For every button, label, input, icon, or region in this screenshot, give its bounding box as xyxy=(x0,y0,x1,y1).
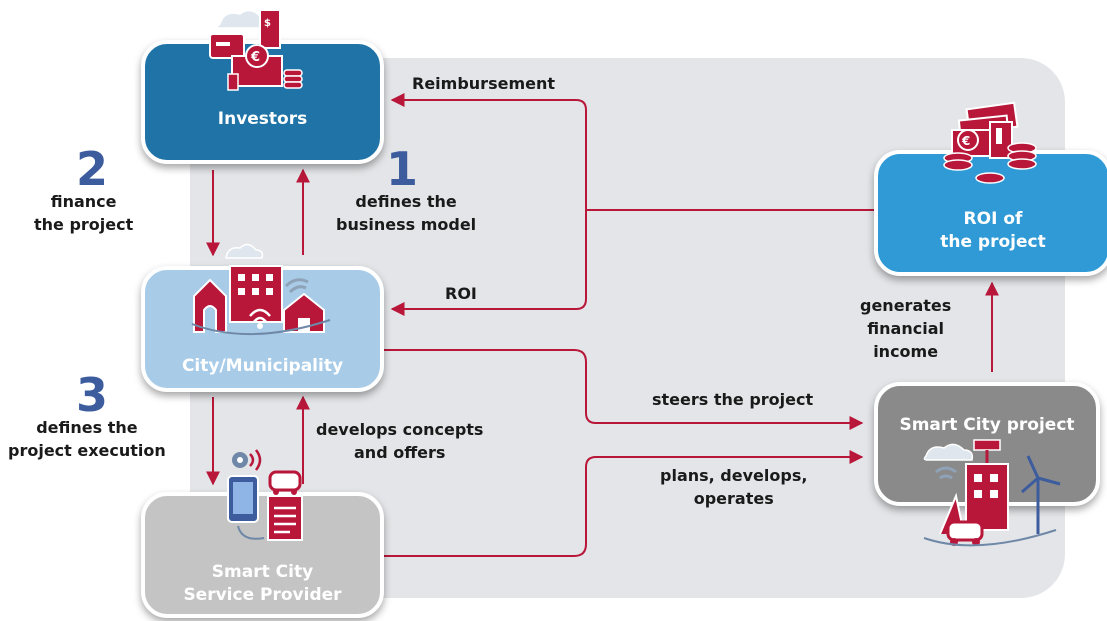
city-buildings-icon xyxy=(191,243,331,335)
finance-line2: the project xyxy=(34,215,134,235)
smart-project-label: Smart City project xyxy=(899,415,1075,435)
investors-box: Investors xyxy=(141,40,384,164)
step-number-3: 3 xyxy=(76,368,109,422)
generates-line1: generates xyxy=(860,296,952,315)
arrow-plans xyxy=(384,450,864,557)
svg-text:$: $ xyxy=(264,18,271,29)
generates-line2: financial xyxy=(867,319,944,339)
label-develops-concepts: develops concepts and offers xyxy=(316,418,483,464)
svg-text:€: € xyxy=(961,134,970,148)
defines-exec-line2: project execution xyxy=(8,441,166,461)
step-number-1: 1 xyxy=(386,142,419,196)
arrow-roi-city xyxy=(390,210,587,316)
defines-model-line1: defines the xyxy=(355,192,457,211)
service-devices-icon xyxy=(227,449,303,541)
generates-line3: income xyxy=(873,342,939,362)
label-generates-income: generates financial income xyxy=(860,294,951,364)
city-label: City/Municipality xyxy=(181,355,344,376)
step-number-2: 2 xyxy=(76,142,109,196)
roi-label-line1: ROI of xyxy=(963,209,1023,230)
defines-exec-line1: defines the xyxy=(36,418,138,437)
label-steers-project: steers the project xyxy=(652,388,813,411)
arrow-steers xyxy=(384,349,864,430)
provider-label-line1: Smart City xyxy=(211,562,314,583)
investors-label: Investors xyxy=(217,108,308,129)
defines-model-line2: business model xyxy=(336,215,477,235)
smart-city-project-icon xyxy=(923,439,1061,547)
label-roi: ROI xyxy=(445,282,477,305)
develops-line2: and offers xyxy=(354,443,446,463)
finance-line1: finance xyxy=(50,192,117,211)
svg-text:€: € xyxy=(250,50,260,65)
label-reimbursement: Reimbursement xyxy=(412,72,555,95)
roi-label-line2: the project xyxy=(940,232,1046,252)
finance-stack-icon: $ € xyxy=(209,9,303,91)
roi-text: ROI xyxy=(445,284,477,303)
reimbursement-text: Reimbursement xyxy=(412,74,555,93)
provider-label-line2: Service Provider xyxy=(183,585,342,605)
provider-box: Smart City Service Provider xyxy=(141,492,384,618)
arrow-reimbursement xyxy=(390,93,587,210)
label-finance-project: finance the project xyxy=(34,190,133,236)
plans-line2: operates xyxy=(693,489,774,509)
label-defines-business-model: defines the business model xyxy=(336,190,476,236)
roi-box: ROI of the project xyxy=(874,150,1107,276)
steers-text: steers the project xyxy=(652,390,814,409)
label-defines-execution: defines the project execution xyxy=(8,416,166,462)
plans-line1: plans, develops, xyxy=(660,466,808,485)
develops-line1: develops concepts xyxy=(316,420,484,439)
money-coins-icon: € xyxy=(943,101,1037,184)
label-plans-develops-operates: plans, develops, operates xyxy=(660,464,807,510)
